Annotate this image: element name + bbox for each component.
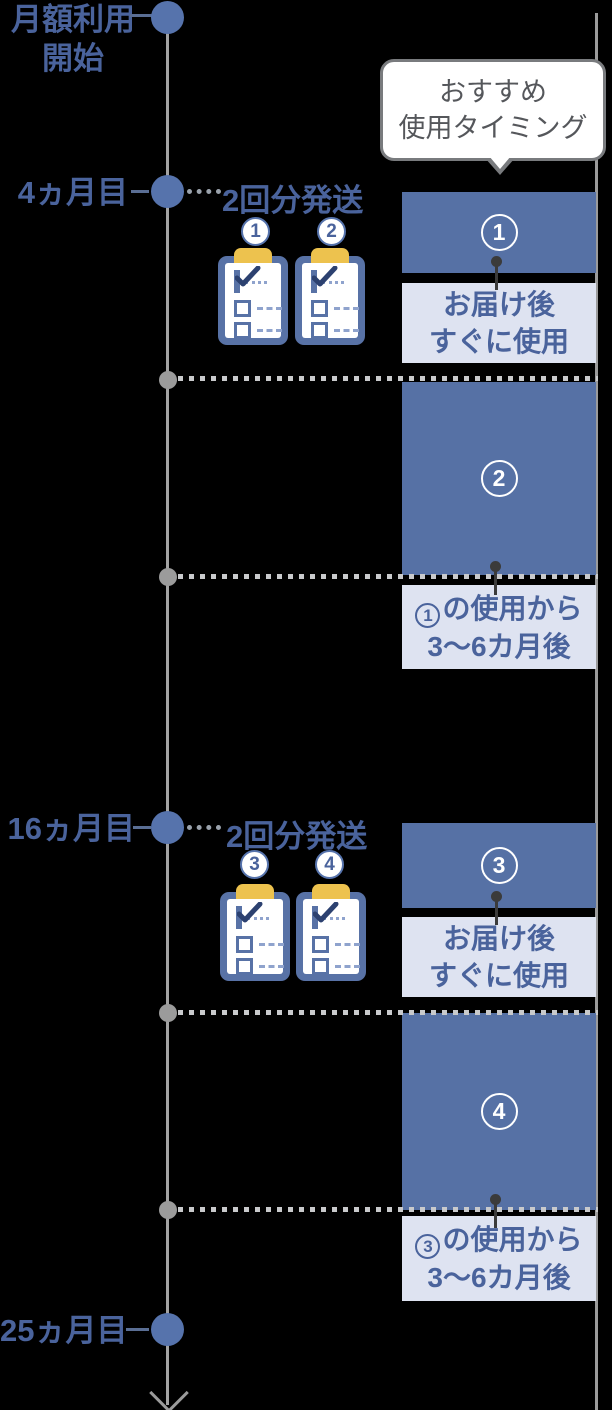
usage-step-1-note: お届け後 すぐに使用	[402, 283, 596, 363]
interval-dot-4	[159, 1201, 177, 1219]
usage-step-2-number: 2	[480, 460, 518, 497]
timeline-axis	[166, 17, 169, 1405]
connector-2	[490, 561, 501, 595]
note-line1: お届け後	[442, 289, 555, 320]
usage-step-4-box: 4	[402, 1013, 596, 1210]
package-3-badge: 3	[240, 850, 269, 879]
interval-dot-2	[159, 568, 177, 586]
bubble-line1: おすすめ	[439, 77, 547, 107]
milestone-tick-month-4	[131, 190, 149, 193]
note-line2: 3〜6カ月後	[427, 1262, 571, 1293]
milestone-tick-start	[130, 14, 152, 17]
milestone-label-start: 月額利用 開始	[6, 0, 140, 78]
recommendation-bubble: おすすめ 使用タイミング	[380, 59, 606, 175]
bubble-line2: 使用タイミング	[398, 113, 588, 143]
usage-step-3-number: 3	[480, 847, 518, 884]
clipboard-icon-4	[296, 884, 366, 981]
note-line2: すぐに使用	[428, 326, 569, 357]
dotted-line-4	[178, 1207, 598, 1212]
milestone-dot-month-16	[151, 811, 184, 844]
note-ref-number: 3	[415, 1234, 441, 1259]
interval-dot-1	[159, 371, 177, 389]
usage-step-2-box: 2	[402, 382, 596, 575]
dotted-line-2	[178, 574, 598, 579]
milestone-label-start-line1: 月額利用	[11, 2, 135, 37]
usage-step-4-number: 4	[480, 1093, 518, 1130]
milestone-label-month-4: 4ヵ月目	[17, 175, 128, 210]
clipboard-icon-2	[295, 248, 365, 345]
milestone-label-month-25: 25ヵ月目	[0, 1313, 128, 1348]
milestone-label-month-16: 16ヵ月目	[7, 811, 135, 846]
milestone-dot-month-25	[151, 1313, 184, 1346]
right-guide-line	[595, 13, 598, 1410]
clipboard-icon-1	[218, 248, 288, 345]
note-line2: すぐに使用	[428, 960, 569, 991]
milestone-label-start-line2: 開始	[42, 41, 104, 76]
milestone-tick-month-25	[126, 1328, 149, 1331]
clipboard-icon-3	[220, 884, 290, 981]
timeline-arrowhead-icon	[149, 1373, 189, 1410]
shipment-1-label: 2回分発送	[222, 183, 364, 218]
note-line2: 3〜6カ月後	[427, 630, 571, 662]
package-4-badge: 4	[315, 850, 344, 879]
dotted-line-1	[178, 376, 598, 381]
connector-1	[491, 256, 502, 290]
package-2-badge: 2	[317, 217, 346, 246]
milestone-tick-month-16	[133, 826, 151, 829]
dotted-line-3	[178, 1010, 598, 1015]
note-ref-number: 1	[415, 602, 441, 628]
shipment-2-label: 2回分発送	[226, 819, 368, 854]
leader-dots-shipment-2	[187, 825, 221, 830]
package-1-badge: 1	[241, 217, 270, 246]
connector-4	[490, 1194, 501, 1228]
milestone-dot-start	[151, 1, 184, 34]
usage-step-1-number: 1	[480, 214, 518, 251]
interval-dot-3	[159, 1004, 177, 1022]
note-line1: お届け後	[442, 923, 555, 954]
milestone-dot-month-4	[151, 175, 184, 208]
connector-3	[491, 891, 502, 925]
leader-dots-shipment-1	[187, 189, 221, 194]
usage-step-3-note: お届け後 すぐに使用	[402, 917, 596, 997]
